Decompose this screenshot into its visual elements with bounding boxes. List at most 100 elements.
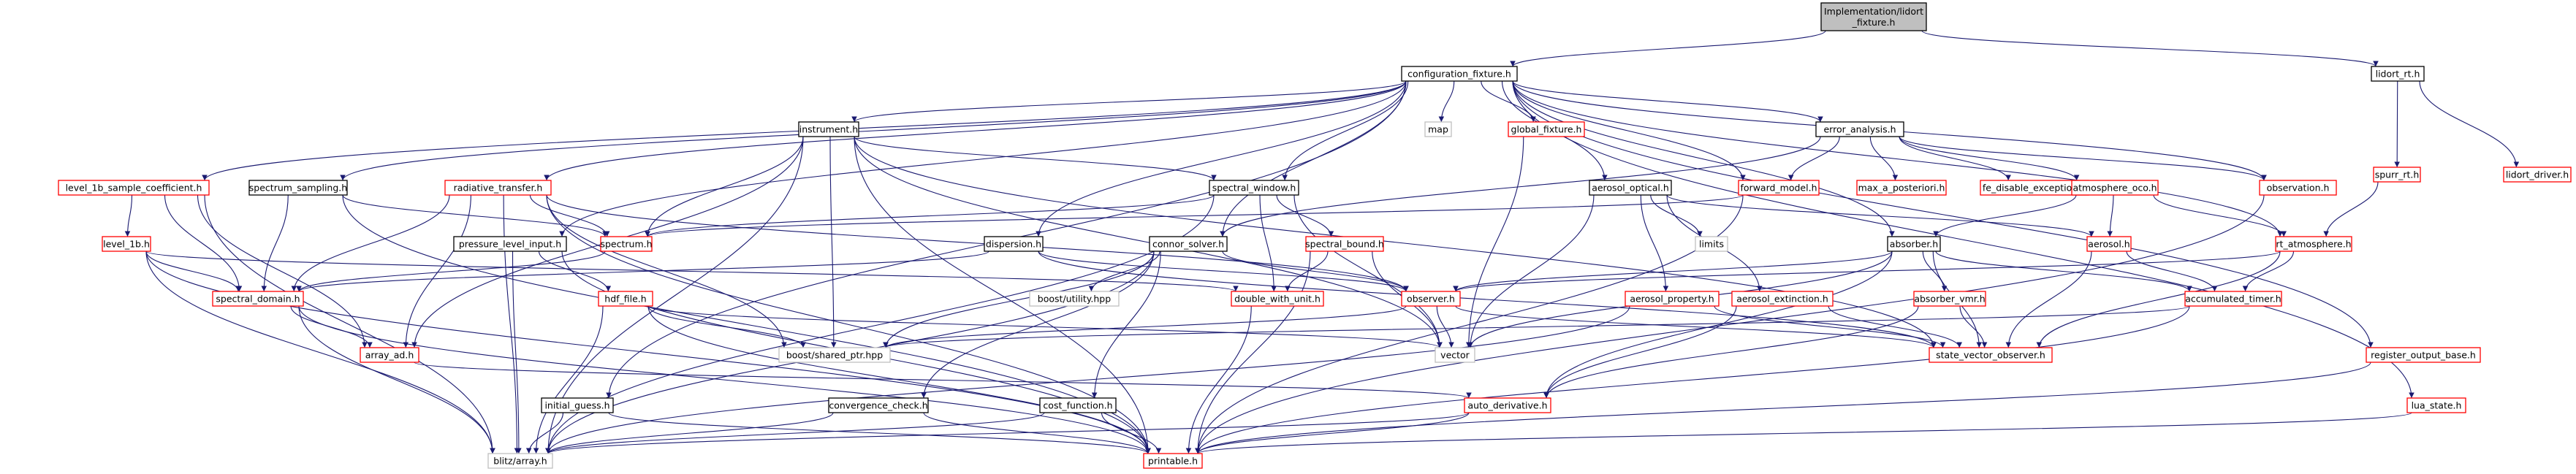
edge-spectral_window-to-double_with_unit [1259,194,1277,292]
edge-absorber-to-accumulated_timer [1935,251,2192,292]
node-level-1b-sample[interactable]: level_1b_sample_coefficient.h [58,180,210,196]
node-error-analysis[interactable]: error_analysis.h [1815,121,1904,137]
node-label: vector [1440,350,1470,361]
edge-connor_solver-to-convergence_check [921,251,1155,399]
edge-atmosphere_oco-to-rt_atmosphere [2153,194,2287,237]
node-aerosol-extinction[interactable]: aerosol_extinction.h [1731,291,1834,307]
edge-dispersion-to-observer [1038,251,1409,292]
node-label: Implementation/lidort [1824,6,1923,17]
node-instrument[interactable]: instrument.h [798,121,859,137]
edge-lidort_rt-to-spurr_rt [2394,80,2401,168]
edge-cfg-to-spectral_window [1282,80,1409,181]
node-array-ad[interactable]: array_ad.h [360,347,419,363]
node-box [1815,121,1904,137]
node-label: spectral_bound.h [1305,239,1384,250]
node-box [1464,397,1551,413]
node-spurr-rt[interactable]: spurr_rt.h [2373,167,2421,183]
node-spectral-domain[interactable]: spectral_domain.h [212,291,304,307]
edge-level_1b-to-spectral_domain [145,251,241,292]
node-box [828,397,929,413]
node-label: boost/utility.hpp [1038,294,1111,305]
edge-atmosphere_oco-to-absorber [1933,194,2077,237]
node-absorber[interactable]: absorber.h [1887,236,1941,252]
edge-aerosol_property-to-blitz_array [545,305,1630,454]
node-box [248,180,348,196]
edge-accumulated_timer-to-printable [1195,305,2190,454]
node-label: lua_state.h [2412,400,2462,411]
node-rt-atmosphere[interactable]: rt_atmosphere.h [2275,236,2352,252]
node-box [444,180,552,196]
node-aerosol[interactable]: aerosol.h [2086,236,2132,252]
edge-spectrum-to-spectral_domain [296,251,606,292]
node-label: aerosol_property.h [1630,294,1714,305]
node-double-with-unit[interactable]: double_with_unit.h [1231,291,1324,307]
node-box [1305,236,1384,252]
node-accumulated-timer[interactable]: accumulated_timer.h [2184,291,2282,307]
node-box [1401,66,1518,82]
edge-radiative_transfer-to-spectrum [529,194,610,237]
node-label: spurr_rt.h [2375,169,2420,180]
node-box [600,236,653,252]
edge-spectral_domain-to-blitz_array [298,305,495,454]
node-dispersion[interactable]: dispersion.h [984,236,1044,252]
node-box [2275,236,2352,252]
node-spectral-window[interactable]: spectral_window.h [1209,180,1299,196]
node-printable[interactable]: printable.h [1143,453,1203,469]
node-connor-solver[interactable]: connor_solver.h [1149,236,1228,252]
node-register-output-base[interactable]: register_output_base.h [2366,347,2481,363]
node-spectrum[interactable]: spectrum.h [600,236,653,252]
edge-aerosol_property-to-state_vector_observer [1714,305,1946,348]
node-absorber-vmr[interactable]: absorber_vmr.h [1913,291,1986,307]
node-atmosphere-oco[interactable]: atmosphere_oco.h [2071,180,2159,196]
node-box [778,347,891,363]
edge-error_analysis-to-atmosphere_oco [1899,136,2080,181]
node-label: forward_model.h [1741,183,1817,194]
node-box [102,236,151,252]
node-box [1820,2,1927,31]
node-cost-function[interactable]: cost_function.h [1039,397,1117,413]
node-pressure-level[interactable]: pressure_level_input.h [453,236,567,252]
node-max-a-posteriori[interactable]: max_a_posteriori.h [1856,180,1947,196]
edge-aerosol_extinction-to-auto_derivative [1543,305,1737,399]
edge-cfg-to-rt_atmosphere [1512,80,2283,237]
node-forward-model[interactable]: forward_model.h [1738,180,1820,196]
node-radiative-transfer[interactable]: radiative_transfer.h [444,180,552,196]
edge-observation-to-printable [1195,194,2265,454]
node-observer[interactable]: observer.h [1401,291,1461,307]
node-box [58,180,210,196]
node-box [1143,453,1203,469]
node-label: double_with_unit.h [1234,294,1321,305]
edge-absorber-to-auto_derivative [1543,251,1893,399]
edge-level_1b_sample-to-array_ad [197,194,368,348]
node-aerosol-optical[interactable]: aerosol_optical.h [1589,180,1672,196]
node-auto-derivative[interactable]: auto_derivative.h [1464,397,1551,413]
edge-spectral_bound-to-printable [1195,251,1311,454]
node-observation[interactable]: observation.h [2259,180,2337,196]
node-label: cost_function.h [1043,400,1112,411]
node-state-vector-observer[interactable]: state_vector_observer.h [1929,347,2053,363]
node-aerosol-property[interactable]: aerosol_property.h [1625,291,1720,307]
node-lua-state[interactable]: lua_state.h [2406,397,2466,413]
edge-aerosol_optical-to-limits [1650,194,1703,237]
edge-initial_guess-to-blitz_array [525,412,564,454]
node-fe-disable[interactable]: fe_disable_exception.h [1980,180,2089,196]
node-cfg[interactable]: configuration_fixture.h [1401,66,1518,82]
node-spectrum-sampling[interactable]: spectrum_sampling.h [248,180,348,196]
node-lidort-rt[interactable]: lidort_rt.h [2371,66,2425,82]
node-blitz-array: blitz/array.h [487,453,553,469]
edge-spectral_window-to-spectrum [645,194,1215,237]
node-global-fixture[interactable]: global_fixture.h [1508,121,1585,137]
node-hdf-file[interactable]: hdf_file.h [598,291,653,307]
node-spectral-bound[interactable]: spectral_bound.h [1305,236,1384,252]
edge-auto_derivative-to-blitz_array [545,412,1470,454]
node-lidort-driver[interactable]: lidort_driver.h [2503,167,2572,183]
node-label: radiative_transfer.h [454,183,543,194]
node-convergence-check[interactable]: convergence_check.h [828,397,929,413]
edge-spectral_bound-to-double_with_unit [1284,251,1329,292]
node-box [798,121,859,137]
node-root[interactable]: Implementation/lidort_fixture.h [1820,2,1927,31]
node-initial-guess[interactable]: initial_guess.h [541,397,614,413]
edge-hdf_file-to-vector [647,305,1443,348]
node-level-1b[interactable]: level_1b.h [102,236,151,252]
